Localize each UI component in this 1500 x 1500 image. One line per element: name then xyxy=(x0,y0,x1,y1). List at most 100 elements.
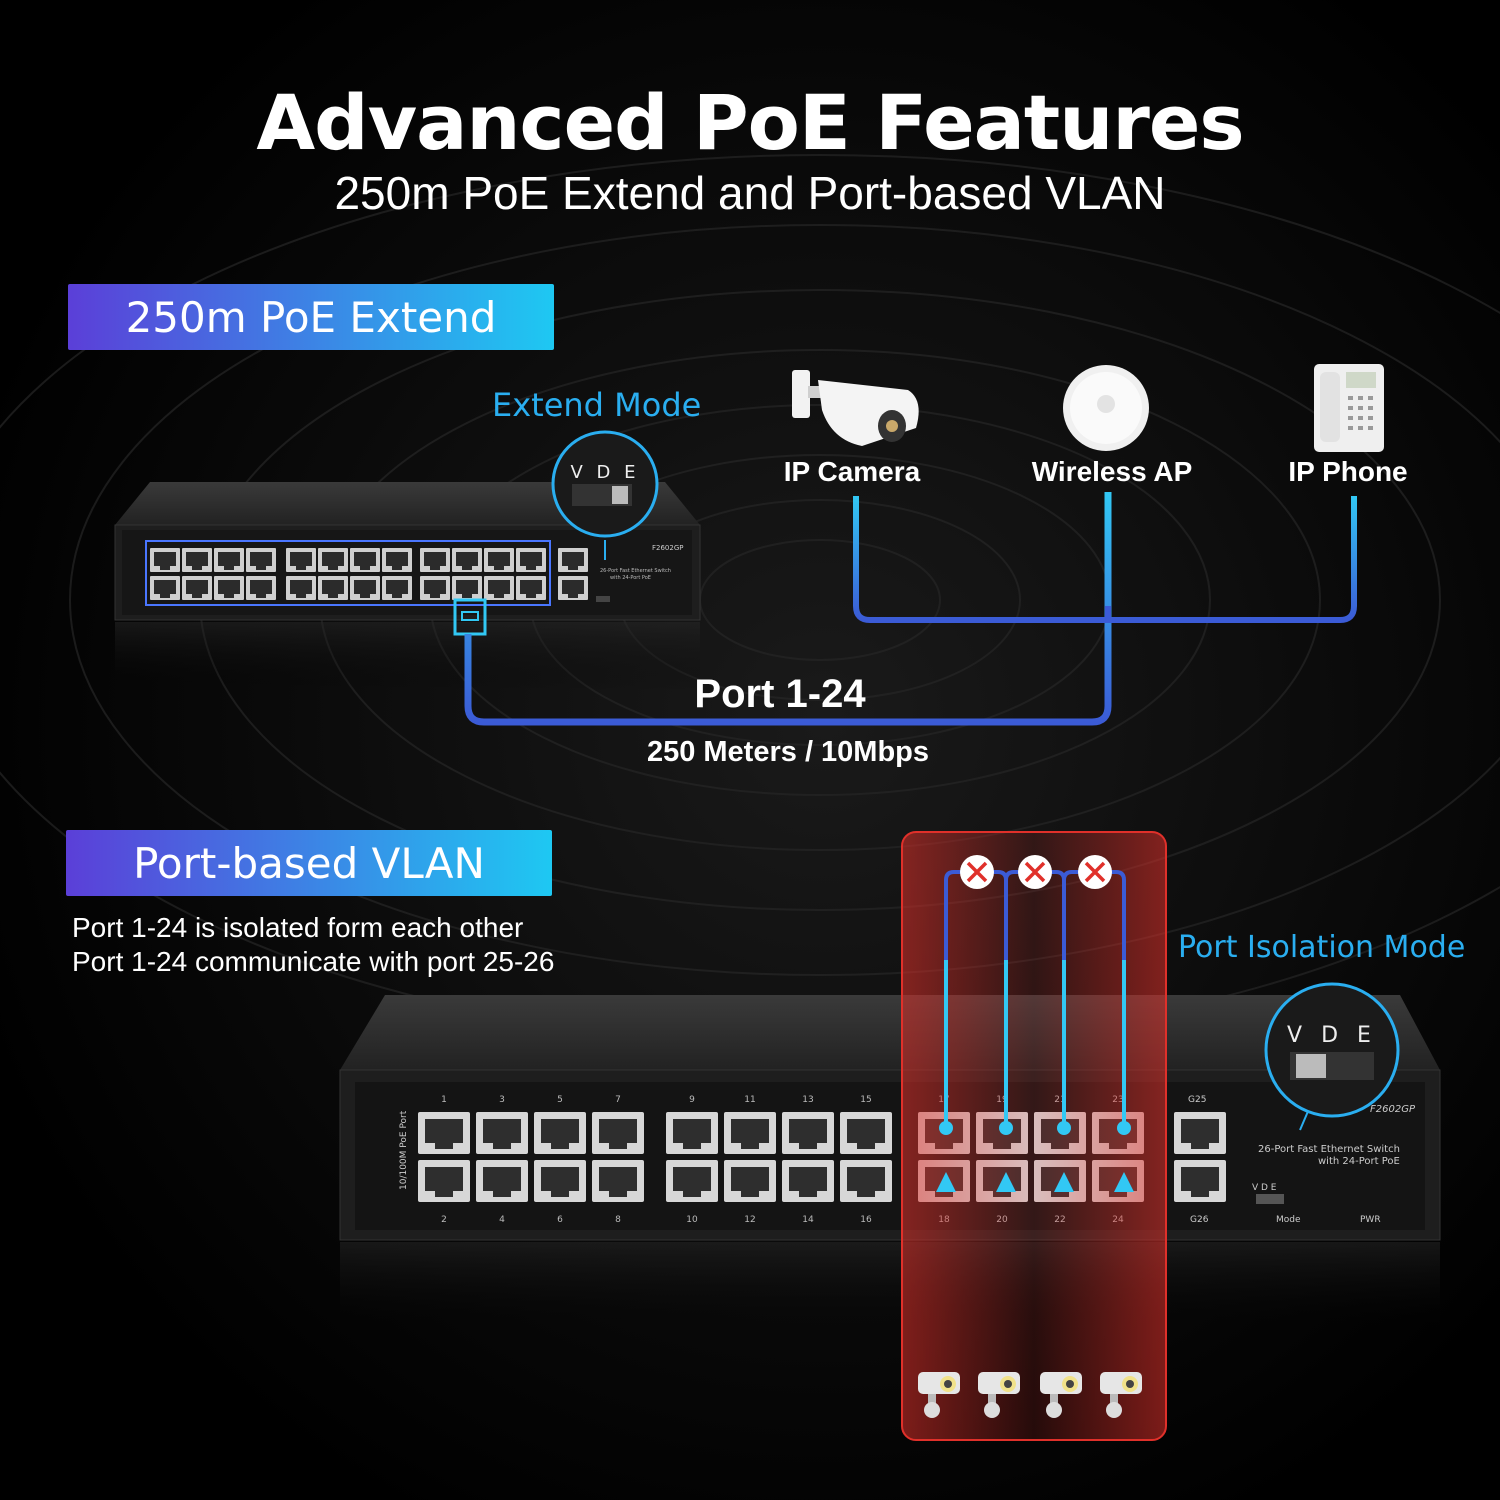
port-number: 12 xyxy=(744,1215,755,1225)
switch-small: F2602GP 26-Port Fast Ethernet Switch wit… xyxy=(114,482,701,692)
ethernet-port xyxy=(592,1112,644,1154)
ethernet-port xyxy=(724,1160,776,1202)
port-number: 8 xyxy=(615,1215,621,1225)
page-title: Advanced PoE Features xyxy=(256,78,1244,167)
ethernet-port xyxy=(420,548,450,572)
extend-cable-line xyxy=(464,492,1112,726)
ethernet-port xyxy=(666,1112,718,1154)
port-number: 7 xyxy=(615,1095,621,1105)
ip-camera-icon xyxy=(792,370,919,446)
ethernet-port xyxy=(214,548,244,572)
ethernet-port xyxy=(484,576,514,600)
ip-phone-label: IP Phone xyxy=(1288,456,1408,487)
distance-speed-label: 250 Meters / 10Mbps xyxy=(646,736,930,768)
vlan-desc-line2: Port 1-24 communicate with port 25-26 xyxy=(72,946,555,977)
port-number: 5 xyxy=(557,1095,563,1105)
svg-text:26-Port Fast Ethernet Switch: 26-Port Fast Ethernet Switch xyxy=(1258,1144,1400,1155)
ethernet-port xyxy=(150,576,180,600)
port-number: 4 xyxy=(499,1215,505,1225)
ethernet-port xyxy=(286,576,316,600)
badge-extend-bg xyxy=(68,284,554,350)
switch-large: 123456789101112131415161718192021222324 … xyxy=(339,995,1441,1332)
ethernet-port xyxy=(350,548,380,572)
arrow-head-icon xyxy=(936,1172,1134,1192)
ethernet-port xyxy=(286,548,316,572)
port-number: 2 xyxy=(441,1215,447,1225)
svg-text:G26: G26 xyxy=(1190,1215,1209,1225)
uplink-arrows xyxy=(943,1186,1127,1370)
isolation-zone xyxy=(901,831,1167,1441)
ethernet-port xyxy=(452,576,482,600)
port-number: 13 xyxy=(802,1095,813,1105)
ethernet-port xyxy=(516,548,546,572)
ethernet-port xyxy=(420,576,450,600)
isolation-lines-glow xyxy=(944,960,1126,1128)
ethernet-port xyxy=(246,576,276,600)
ethernet-port xyxy=(150,548,180,572)
ethernet-port xyxy=(246,548,276,572)
ethernet-port xyxy=(214,576,244,600)
ethernet-port xyxy=(182,576,212,600)
badge-extend: 250m PoE Extend xyxy=(125,292,497,342)
ethernet-port xyxy=(382,576,412,600)
ethernet-port xyxy=(840,1112,892,1154)
svg-text:with 24-Port PoE: with 24-Port PoE xyxy=(1318,1156,1400,1167)
ethernet-port xyxy=(318,548,348,572)
ethernet-port xyxy=(182,548,212,572)
ethernet-port xyxy=(666,1160,718,1202)
ethernet-port xyxy=(382,548,412,572)
ethernet-port xyxy=(840,1160,892,1202)
svg-text:V D E: V D E xyxy=(1252,1183,1277,1193)
blocked-x-icon xyxy=(1018,855,1052,889)
port-number: 11 xyxy=(744,1095,755,1105)
port-number: 9 xyxy=(689,1095,695,1105)
svg-text:F2602GP: F2602GP xyxy=(1370,1104,1416,1115)
mode-switch-zoom-extend: V D E xyxy=(551,430,659,560)
ethernet-port xyxy=(476,1112,528,1154)
port-number: 1 xyxy=(441,1095,447,1105)
mode-switch-zoom-isolation: V D E xyxy=(1264,982,1400,1131)
ethernet-port xyxy=(534,1112,586,1154)
ethernet-port xyxy=(350,576,380,600)
svg-text:Mode: Mode xyxy=(1276,1215,1301,1225)
ethernet-port xyxy=(592,1160,644,1202)
svg-text:V D E: V D E xyxy=(571,462,640,483)
isolation-mode-label: Port Isolation Mode xyxy=(1178,930,1466,965)
svg-text:10/100M PoE Port: 10/100M PoE Port xyxy=(399,1110,409,1190)
ethernet-port xyxy=(452,548,482,572)
svg-text:V D E: V D E xyxy=(1287,1023,1377,1048)
port-number: 15 xyxy=(860,1095,871,1105)
svg-text:F2602GP: F2602GP xyxy=(652,544,684,552)
wireless-ap-label: Wireless AP xyxy=(1031,456,1193,487)
svg-text:G25: G25 xyxy=(1188,1095,1206,1105)
ethernet-port xyxy=(782,1112,834,1154)
ethernet-port xyxy=(418,1160,470,1202)
ethernet-port xyxy=(534,1160,586,1202)
ethernet-port xyxy=(516,576,546,600)
page-subtitle: 250m PoE Extend and Port-based VLAN xyxy=(334,167,1166,219)
blocked-x-icon xyxy=(960,855,994,889)
svg-text:PWR: PWR xyxy=(1360,1215,1381,1225)
ethernet-port xyxy=(782,1160,834,1202)
port-dots xyxy=(939,1121,1131,1135)
port-number: 16 xyxy=(860,1215,872,1225)
ethernet-port xyxy=(484,548,514,572)
badge-vlan-bg xyxy=(66,830,552,896)
port-number: 14 xyxy=(802,1215,814,1225)
blocked-x-icon xyxy=(1078,855,1112,889)
ethernet-port xyxy=(418,1112,470,1154)
ip-camera-label: IP Camera xyxy=(783,456,921,487)
wireless-ap-icon xyxy=(1063,365,1149,451)
badge-vlan: Port-based VLAN xyxy=(133,838,485,888)
port-range-label: Port 1-24 xyxy=(694,672,866,716)
svg-text:26-Port Fast Ethernet Switch: 26-Port Fast Ethernet Switch xyxy=(600,568,671,574)
ethernet-port xyxy=(724,1112,776,1154)
svg-text:with 24-Port PoE: with 24-Port PoE xyxy=(610,575,651,581)
port-number: 3 xyxy=(499,1095,505,1105)
port-number: 6 xyxy=(557,1215,563,1225)
ip-phone-icon xyxy=(1314,364,1384,452)
extend-mode-label: Extend Mode xyxy=(492,386,702,424)
vlan-desc-line1: Port 1-24 is isolated form each other xyxy=(72,912,524,943)
port-number: 10 xyxy=(686,1215,698,1225)
